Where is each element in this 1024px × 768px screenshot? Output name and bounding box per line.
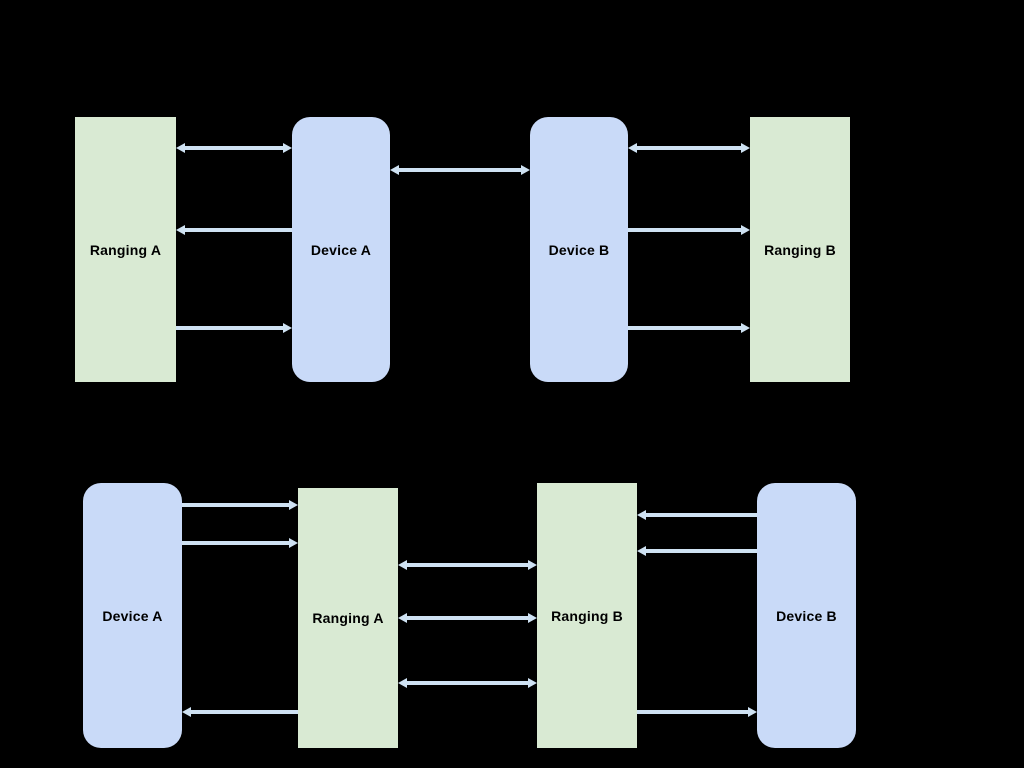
arrow-ranging-b-bottom-to-device-b-bottom <box>637 706 757 718</box>
arrow-shaft <box>406 563 529 567</box>
arrowhead-right-icon <box>741 225 750 235</box>
arrowhead-right-icon <box>528 678 537 688</box>
arrow-shaft <box>628 228 742 232</box>
node-device-b-top: Device B <box>530 117 628 382</box>
arrow-device-b-bottom-to-ranging-b-bottom <box>637 545 757 557</box>
arrow-ranging-a-bottom-to-ranging-b-bottom-bidirectional <box>398 559 537 571</box>
arrowhead-right-icon <box>741 323 750 333</box>
arrow-shaft <box>182 503 290 507</box>
arrowhead-right-icon <box>289 500 298 510</box>
arrowhead-left-icon <box>637 510 646 520</box>
arrow-device-a-bottom-to-ranging-a-bottom <box>182 499 298 511</box>
node-label-device-b-bottom: Device B <box>776 607 837 624</box>
arrowhead-left-icon <box>637 546 646 556</box>
arrowhead-left-icon <box>398 678 407 688</box>
arrow-ranging-a-top-to-device-a-top <box>176 322 292 334</box>
arrow-device-a-top-to-ranging-a-top <box>176 224 292 236</box>
arrow-device-a-bottom-to-ranging-a-bottom <box>182 537 298 549</box>
arrow-shaft <box>637 710 749 714</box>
arrow-device-b-top-to-ranging-b-top <box>628 322 750 334</box>
arrow-ranging-a-bottom-to-ranging-b-bottom-bidirectional <box>398 612 537 624</box>
arrow-shaft <box>406 681 529 685</box>
arrow-shaft <box>184 228 292 232</box>
arrow-device-b-top-to-ranging-b-top-bidirectional <box>628 142 750 154</box>
arrowhead-right-icon <box>528 613 537 623</box>
arrow-shaft <box>190 710 298 714</box>
arrow-shaft <box>398 168 522 172</box>
arrow-shaft <box>176 326 284 330</box>
node-device-b-bottom: Device B <box>757 483 856 748</box>
node-label-ranging-a-bottom: Ranging A <box>312 610 384 626</box>
arrowhead-left-icon <box>398 613 407 623</box>
node-label-ranging-b-top: Ranging B <box>764 241 836 258</box>
arrow-shaft <box>184 146 284 150</box>
node-label-device-b-top: Device B <box>548 241 610 258</box>
node-ranging-b-bottom: Ranging B <box>537 483 637 748</box>
node-label-device-a-bottom: Device A <box>102 607 163 624</box>
arrow-shaft <box>406 616 529 620</box>
node-device-a-top: Device A <box>292 117 390 382</box>
arrowhead-right-icon <box>528 560 537 570</box>
node-label-ranging-b-bottom: Ranging B <box>551 607 623 624</box>
arrow-ranging-a-bottom-to-ranging-b-bottom-bidirectional <box>398 677 537 689</box>
node-ranging-b-top: Ranging B <box>750 117 850 382</box>
arrow-device-b-top-to-ranging-b-top <box>628 224 750 236</box>
arrow-shaft <box>182 541 290 545</box>
arrowhead-right-icon <box>741 143 750 153</box>
node-label-device-a-top: Device A <box>310 241 372 258</box>
arrow-shaft <box>636 146 742 150</box>
node-ranging-a-bottom: Ranging A <box>298 488 398 748</box>
arrowhead-left-icon <box>176 225 185 235</box>
arrowhead-right-icon <box>748 707 757 717</box>
arrow-device-a-top-to-device-b-top-bidirectional <box>390 164 530 176</box>
arrow-shaft <box>628 326 742 330</box>
arrowhead-left-icon <box>176 143 185 153</box>
arrow-shaft <box>645 549 757 553</box>
arrow-ranging-a-bottom-to-device-a-bottom <box>182 706 298 718</box>
arrow-ranging-a-top-to-device-a-top-bidirectional <box>176 142 292 154</box>
arrow-device-b-bottom-to-ranging-b-bottom <box>637 509 757 521</box>
arrowhead-left-icon <box>628 143 637 153</box>
node-label-ranging-a-top: Ranging A <box>89 241 162 258</box>
arrowhead-right-icon <box>289 538 298 548</box>
arrowhead-right-icon <box>521 165 530 175</box>
arrowhead-left-icon <box>390 165 399 175</box>
arrowhead-left-icon <box>398 560 407 570</box>
arrow-shaft <box>645 513 757 517</box>
arrowhead-right-icon <box>283 143 292 153</box>
arrowhead-left-icon <box>182 707 191 717</box>
node-ranging-a-top: Ranging A <box>75 117 176 382</box>
node-device-a-bottom: Device A <box>83 483 182 748</box>
arrowhead-right-icon <box>283 323 292 333</box>
